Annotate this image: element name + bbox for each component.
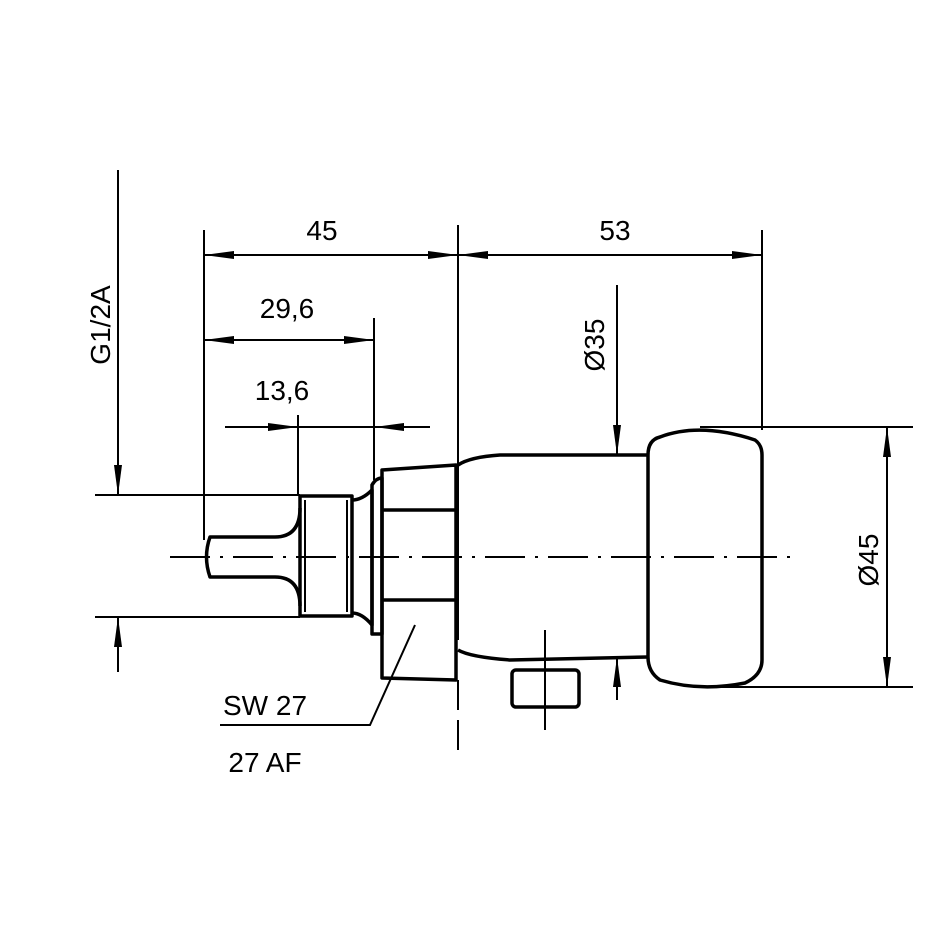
dimension-diameter-45: Ø45: [853, 427, 891, 687]
dimension-thread: G1/2A: [85, 170, 122, 672]
dimension-45: 45: [204, 215, 458, 259]
wrench-size-label-en: 27 AF: [228, 747, 301, 778]
probe-tip: [204, 507, 302, 607]
sensor-outline: [204, 428, 764, 730]
extension-lines: [95, 225, 913, 760]
dim-label-45: 45: [306, 215, 337, 246]
thread: [298, 494, 354, 618]
dimension-13-6: 13,6: [225, 375, 430, 431]
dim-label-diameter-35: Ø35: [579, 319, 610, 372]
dimension-diameter-35: Ø35: [579, 285, 621, 700]
dim-label-53: 53: [599, 215, 630, 246]
dim-label-diameter-45: Ø45: [853, 534, 884, 587]
dim-label-thread: G1/2A: [85, 285, 116, 365]
wrench-size-label: SW 27: [223, 690, 307, 721]
dimension-29-6: 29,6: [204, 293, 374, 344]
housing-body: [457, 453, 649, 662]
dim-label-13-6: 13,6: [255, 375, 310, 406]
dimension-53: 53: [458, 215, 762, 259]
hex-nut: [380, 463, 458, 682]
dim-label-29-6: 29,6: [260, 293, 315, 324]
leader-line: [220, 624, 416, 726]
cap: [646, 428, 764, 689]
